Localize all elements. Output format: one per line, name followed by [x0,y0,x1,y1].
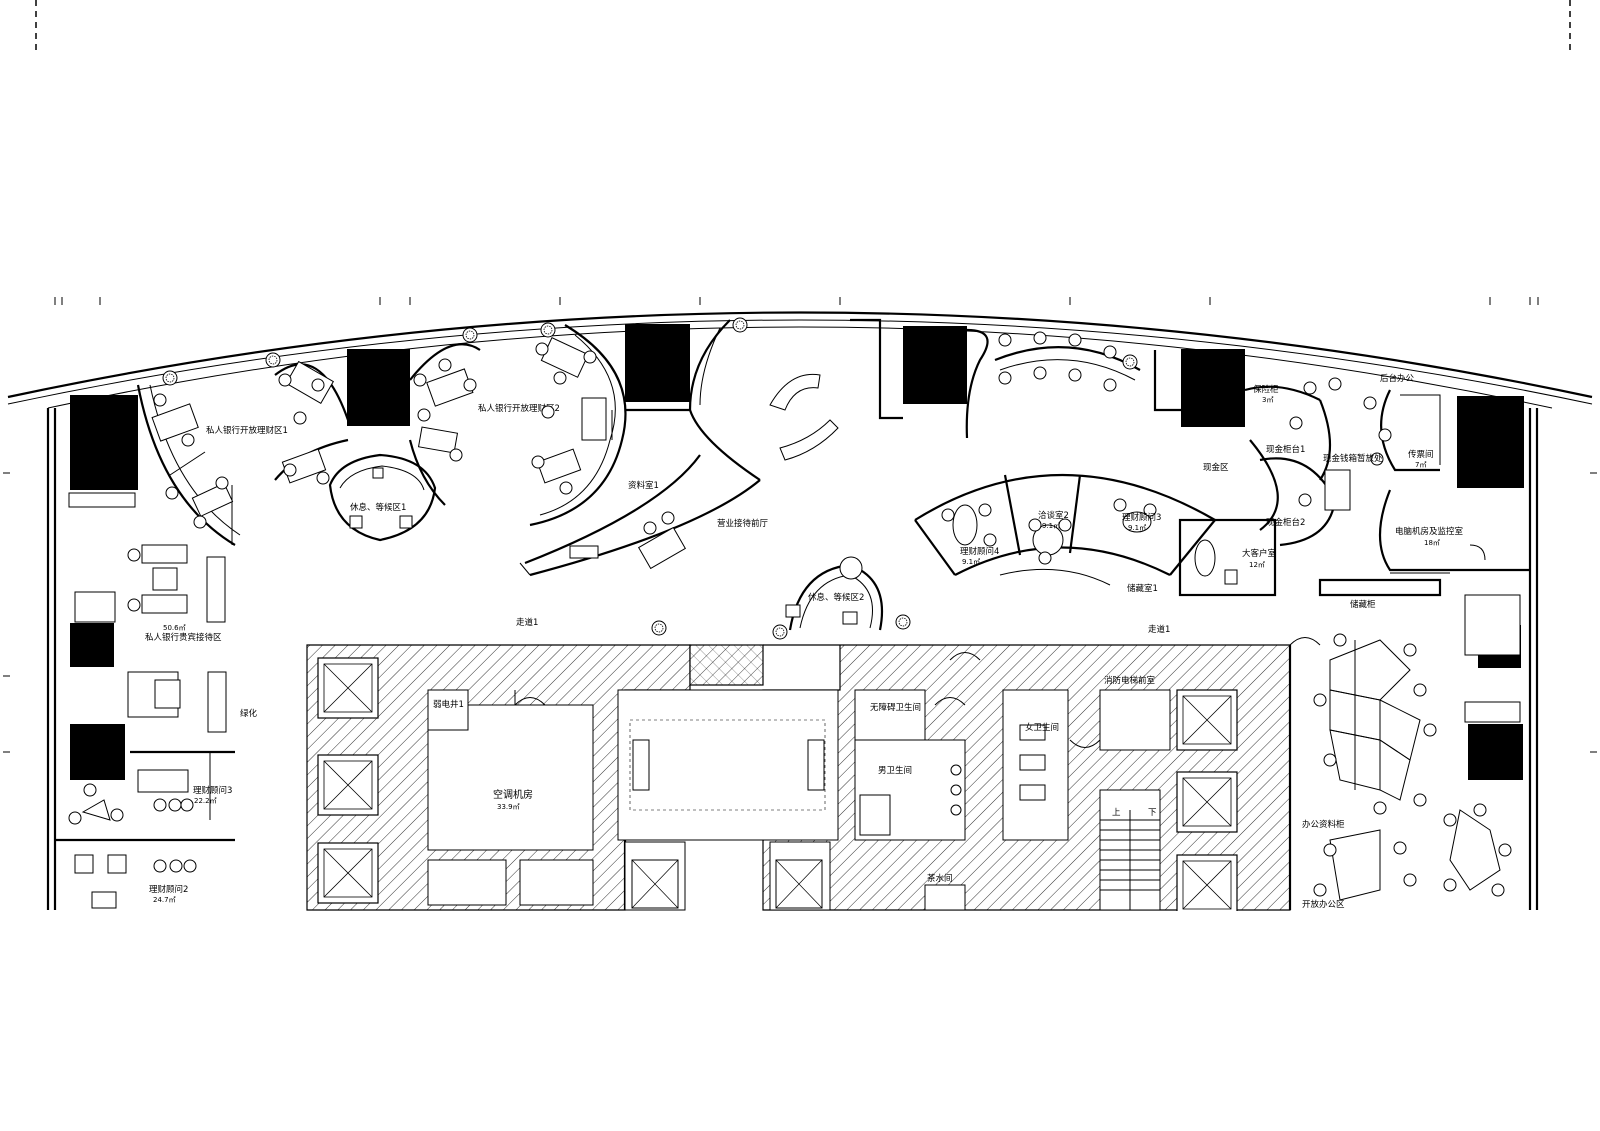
label-advisor-4-area: 9.1㎡ [962,558,980,566]
label-safe-area: 3㎡ [1262,396,1273,404]
plant-icon [540,322,556,338]
label-negotiation-2-area: 9.1㎡ [1042,522,1060,530]
rest-area-2 [785,556,884,631]
label-accessible-wc: 无障碍卫生间 [870,702,921,713]
label-lobby: 营业接待前厅 [717,518,769,529]
label-back-office: 后台办公 [1380,373,1415,384]
lobby-reception [519,319,761,577]
core-wall-right [1153,350,1181,412]
server-room [1378,489,1530,574]
open-office-zone-2b [529,324,627,527]
advisor-offices-left [55,750,235,909]
building-core [306,644,1291,916]
exterior-walls [46,408,1539,910]
rest-area-1 [328,453,437,542]
label-vip-reception-area: 50.6㎡ [163,624,186,632]
label-ac-room: 空调机房 [493,788,533,801]
lobby-seating [769,373,839,461]
label-fire-elevator: 消防电梯前室 [1104,675,1156,686]
plant-icon [1122,354,1138,370]
label-stair-up: 上 [1112,808,1121,818]
label-advisor-3-area: 22.2㎡ [194,797,217,805]
label-green: 绿化 [240,708,258,719]
plant-icon [462,327,478,343]
vip-reception [74,544,227,733]
label-open-office: 开放办公区 [1302,899,1345,910]
label-corridor-1a: 走道1 [516,617,538,628]
open-office-zone-1b [274,360,350,485]
label-stair-down: 下 [1148,808,1157,818]
label-office-cab: 办公资料柜 [1302,819,1345,830]
dimension-ticks [3,297,1597,753]
label-rest-2: 休息、等候区2 [808,592,864,603]
label-vip-area: 12㎡ [1249,561,1265,569]
label-womens-wc: 女卫生间 [1025,722,1059,733]
open-office-zone-1 [68,384,241,546]
label-server-area: 18㎡ [1424,539,1440,547]
label-negotiation-2: 洽谈室2 [1038,510,1069,521]
plant-icon [895,614,911,630]
label-counter-1: 现金柜台1 [1266,444,1305,455]
label-advisor-4: 理财顾问4 [960,546,999,557]
vip-room [1178,518,1277,597]
label-ticket-room: 传票间 [1408,449,1434,460]
label-advisor-3r: 理财顾问3 [1122,512,1161,523]
label-storage-1: 储藏室1 [1127,583,1158,594]
page-bottom-mask [0,911,1600,1131]
advisor-ring [914,474,1216,586]
plant-icon [265,352,281,368]
label-ticket-area: 7㎡ [1415,461,1426,469]
label-advisor-3r-area: 9.1㎡ [1128,524,1146,532]
core-wall-center-right [850,318,989,439]
label-pb-open-2: 私人银行开放理财区2 [478,403,560,414]
open-office-zone-2 [408,343,481,506]
cash-counter-zone [1244,377,1441,547]
label-advisor-2-area: 24.7㎡ [153,896,176,904]
label-cash-sort: 现金钱箱暂放处 [1323,453,1383,464]
open-counter-zone [994,331,1141,392]
label-counter-2: 现金柜台2 [1266,517,1305,528]
label-cash-area: 现金区 [1203,462,1229,473]
label-tea-room: 茶水间 [927,873,953,884]
plant-icon [732,317,748,333]
label-ac-area: 33.9㎡ [497,803,520,811]
plant-icon [651,620,667,636]
label-storage-cab: 储藏柜 [1350,599,1376,610]
structural-columns [70,324,1524,780]
label-rest-1: 休息、等候区1 [350,502,406,513]
plant-icon [162,370,178,386]
label-mens-wc: 男卫生间 [878,765,912,776]
atrium-void [617,689,839,841]
label-pb-open-1: 私人银行开放理财区1 [206,425,288,436]
label-corridor-1b: 走道1 [1148,624,1170,635]
open-office-right [1288,578,1521,910]
label-weak-shaft: 弱电井1 [433,699,464,710]
label-vip-reception: 私人银行贵宾接待区 [145,632,222,643]
label-archive-1: 资料室1 [628,480,659,491]
label-vip-room: 大客户室 [1242,548,1277,559]
label-safe: 保险柜 [1253,384,1279,395]
curved-facade [7,311,1593,409]
plant-icon [772,624,788,640]
label-advisor-2: 理财顾问2 [149,884,188,895]
label-advisor-3: 理财顾问3 [193,785,232,796]
label-server-room: 电脑机房及监控室 [1395,526,1464,537]
